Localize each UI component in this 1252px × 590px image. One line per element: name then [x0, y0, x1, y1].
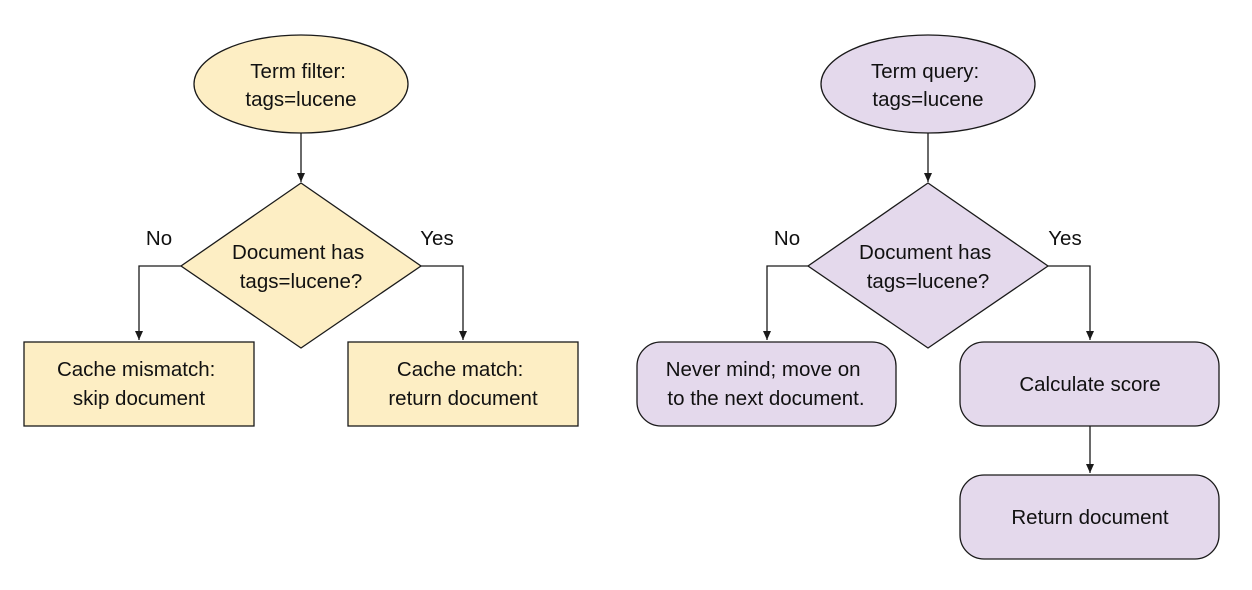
svg-text:Calculate score: Calculate score — [1019, 373, 1160, 396]
filter-no-outcome-line-2: skip document — [73, 387, 205, 410]
filter-no-outcome-line-1: Cache mismatch: — [57, 358, 215, 381]
filter-yes-arrow — [421, 265, 467, 340]
query-decision-line-2: tags=lucene? — [867, 270, 990, 293]
filter-start-node — [193, 34, 409, 134]
filter-yes-outcome-line-2: return document — [388, 387, 538, 410]
query-no-label: No — [774, 227, 800, 250]
filter-decision-node — [179, 182, 423, 349]
svg-text:Return document: Return document — [1011, 506, 1169, 529]
filter-yes-outcome-line-1: Cache match: — [397, 358, 523, 381]
query-decision-line-1: Document has — [859, 241, 991, 264]
svg-text:Cache match: return docu: Cache match: return document — [388, 358, 538, 410]
filter-yes-outcome-box — [347, 341, 579, 427]
filter-flowchart: Term filter: tags=lucene Document has ta… — [23, 34, 579, 427]
svg-text:Cache mismatch: skip doc: Cache mismatch: skip document — [57, 358, 221, 410]
query-no-arrow — [763, 265, 808, 340]
filter-yes-label: Yes — [420, 227, 453, 250]
query-start-line-1: Term query: — [871, 60, 979, 83]
svg-text:Document has tags=lucene: Document has tags=lucene? — [859, 241, 997, 293]
query-yes-arrow — [1048, 265, 1094, 340]
filter-no-arrow — [135, 265, 181, 340]
query-no-outcome-line-2: to the next document. — [667, 387, 864, 410]
svg-text:Term query: tags=lucene: Term query: tags=lucene — [871, 60, 985, 111]
query-start-node — [820, 34, 1036, 134]
query-return-document-label: Return document — [1011, 506, 1169, 529]
query-decision-node — [806, 182, 1050, 349]
svg-text:Never mind; move on to t: Never mind; move on to the next document… — [666, 358, 867, 410]
filter-no-label: No — [146, 227, 172, 250]
query-start-line-2: tags=lucene — [872, 88, 983, 111]
filter-decision-line-2: tags=lucene? — [240, 270, 363, 293]
query-no-outcome-line-1: Never mind; move on — [666, 358, 861, 381]
query-no-outcome-box — [636, 341, 897, 427]
filter-no-outcome-box — [23, 341, 255, 427]
query-yes-label: Yes — [1048, 227, 1081, 250]
svg-text:Document has tags=lucene: Document has tags=lucene? — [232, 241, 370, 293]
query-return-document-box — [959, 474, 1220, 560]
filter-start-line-1: Term filter: — [250, 60, 346, 83]
query-calculate-score-label: Calculate score — [1019, 373, 1160, 396]
svg-text:Term filter: tags=lucene: Term filter: tags=lucene — [245, 60, 356, 111]
query-flowchart: Term query: tags=lucene Document has tag… — [636, 34, 1220, 560]
filter-decision-line-1: Document has — [232, 241, 364, 264]
filter-start-line-2: tags=lucene — [245, 88, 356, 111]
